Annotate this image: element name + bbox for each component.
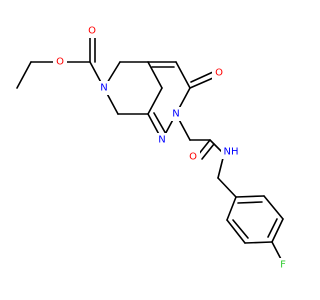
atom-label-background [212,66,226,80]
ketone-oxygen-label: O [215,68,223,79]
bond [201,143,215,160]
bond [16,61,32,89]
chemical-structure: O O N O N N O NH F [16,24,290,272]
bond [147,61,163,89]
bond [263,195,284,220]
atom-label-background [276,258,290,272]
bond [147,87,163,115]
bond [189,77,214,89]
bond [226,196,237,221]
bond [190,71,214,83]
atom-label-background [221,145,241,159]
atom-label-background [186,150,200,164]
atom-label-background [169,107,183,121]
atom-labels: O O N O N N O NH F [53,24,290,272]
bond [235,195,265,198]
bond [271,218,284,243]
pyridazine-nitrogen-1-label: N [158,135,165,146]
amide-nh-label: NH [224,147,239,158]
pyridazine-nitrogen-2-label: N [172,109,179,120]
bond [237,201,263,204]
atom-label-background [97,81,111,95]
atom-label-background [85,24,99,38]
ester-carbonyl-oxygen-label: O [88,26,96,37]
fluorine-label: F [280,260,286,271]
bond [226,219,246,244]
bond [232,219,249,239]
ester-oxygen-label: O [56,57,64,68]
bond [217,177,237,198]
bond [175,61,191,89]
amide-oxygen-label: O [189,152,197,163]
bonds [16,35,284,264]
bond [153,112,167,135]
bond [267,218,278,238]
atom-label-background [53,55,67,69]
bond [244,241,273,244]
atom-label-background [155,133,169,147]
ring-nitrogen-label: N [100,83,107,94]
